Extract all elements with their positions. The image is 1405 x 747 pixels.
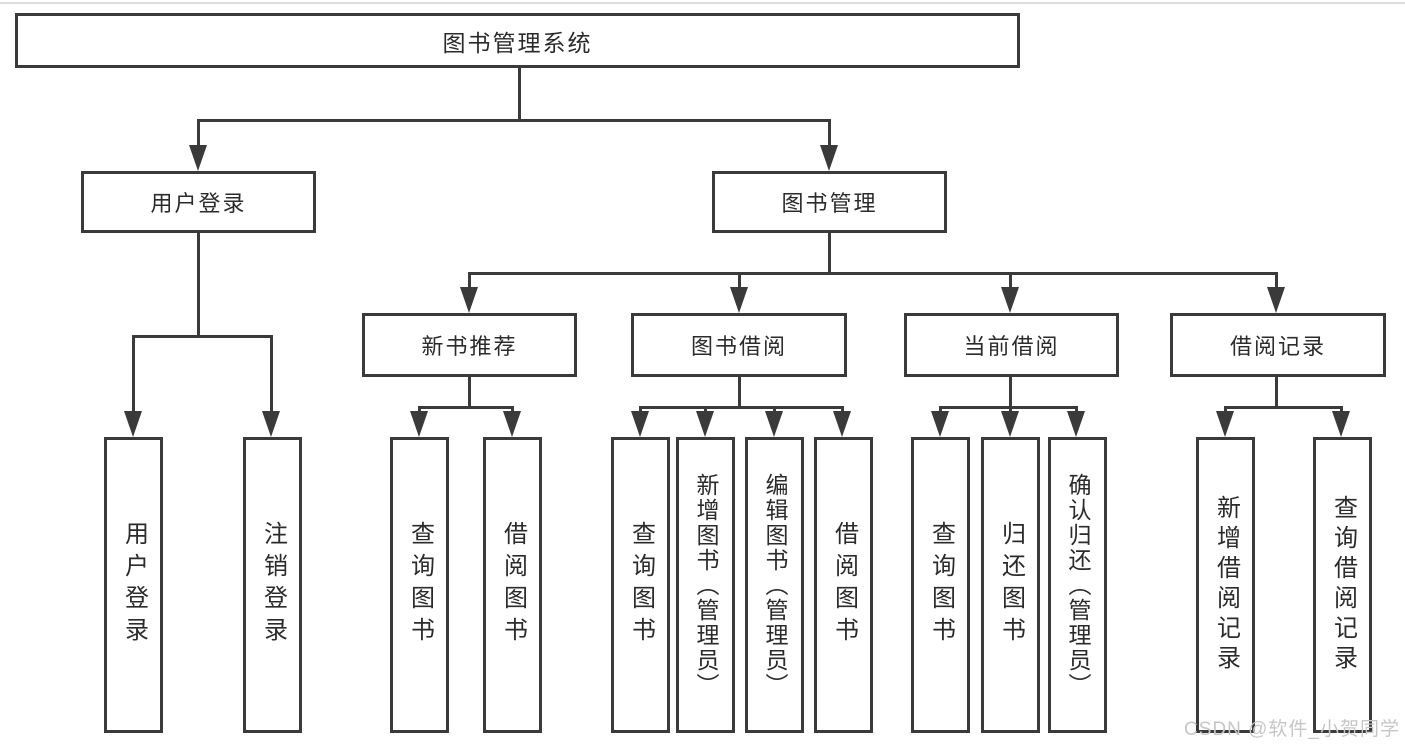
arrowhead-down-icon <box>262 411 280 437</box>
connector <box>773 406 776 414</box>
node-label: 查询图书 <box>627 521 655 649</box>
connector <box>197 233 200 338</box>
arrowhead-down-icon <box>833 411 851 437</box>
arrowhead-down-icon <box>631 411 649 437</box>
leaf-return-books: 归还图书 <box>981 437 1040 733</box>
node-label: 新书推荐 <box>421 334 518 359</box>
leaf-query-borrow-record: 查询借阅记录 <box>1313 437 1372 733</box>
leaf-borrow-books-borrowing: 借阅图书 <box>814 437 873 733</box>
node-label: 编辑图书（管理员） <box>762 472 788 698</box>
node-new-book-recommendation: 新书推荐 <box>362 313 577 377</box>
connector <box>1275 272 1278 290</box>
node-borrowing-records: 借阅记录 <box>1170 313 1386 377</box>
connector <box>1340 406 1343 414</box>
arrowhead-down-icon <box>410 411 428 437</box>
connector <box>468 272 471 290</box>
arrowhead-down-icon <box>460 287 478 313</box>
node-label: 查询图书 <box>927 521 955 649</box>
node-label: 图书借阅 <box>690 334 787 359</box>
connector <box>1224 406 1227 414</box>
node-label: 图书管理 <box>781 191 878 216</box>
node-label: 确认归还（管理员） <box>1065 472 1091 698</box>
leaf-query-books-current: 查询图书 <box>911 437 970 733</box>
arrowhead-down-icon <box>124 411 142 437</box>
node-label: 新增图书（管理员） <box>693 472 719 698</box>
leaf-query-books-recommend: 查询图书 <box>390 437 449 733</box>
arrowhead-down-icon <box>765 411 783 437</box>
leaf-query-books-borrowing: 查询图书 <box>611 437 670 733</box>
leaf-user-login: 用户登录 <box>104 437 163 733</box>
connector <box>197 119 200 151</box>
connector <box>132 335 273 338</box>
connector <box>1009 377 1012 409</box>
connector <box>1009 272 1012 290</box>
connector <box>468 377 471 409</box>
connector <box>828 233 831 275</box>
top-edge-line <box>0 2 1405 4</box>
arrowhead-down-icon <box>1067 411 1085 437</box>
connector <box>511 406 514 414</box>
node-label: 借阅图书 <box>830 521 858 649</box>
connector <box>1009 406 1012 414</box>
connector <box>1275 377 1278 409</box>
node-label: 图书管理系统 <box>442 29 593 56</box>
connector <box>518 68 521 122</box>
node-label: 当前借阅 <box>963 334 1060 359</box>
node-label: 用户登录 <box>120 521 148 649</box>
connector <box>468 272 1278 275</box>
leaf-add-borrow-record: 新增借阅记录 <box>1196 437 1255 733</box>
leaf-edit-books-admin: 编辑图书（管理员） <box>745 437 804 733</box>
watermark: CSDN @软件_小贺同学 <box>1184 719 1400 740</box>
node-book-borrowing: 图书借阅 <box>631 313 847 377</box>
connector <box>738 377 741 409</box>
connector <box>418 406 514 409</box>
connector <box>704 406 707 414</box>
connector <box>1224 406 1343 409</box>
node-label: 注销登录 <box>259 521 287 649</box>
connector <box>1075 406 1078 414</box>
node-label: 查询图书 <box>406 521 434 649</box>
node-user-login: 用户登录 <box>81 171 316 233</box>
arrowhead-down-icon <box>189 145 207 171</box>
connector <box>639 406 843 409</box>
node-book-management: 图书管理 <box>712 171 947 233</box>
node-label: 用户登录 <box>150 191 247 216</box>
connector <box>639 406 642 414</box>
arrowhead-down-icon <box>1267 287 1285 313</box>
leaf-borrow-books-recommend: 借阅图书 <box>483 437 542 733</box>
node-label: 查询借阅记录 <box>1329 495 1357 675</box>
connector <box>939 406 1078 409</box>
leaf-confirm-return-admin: 确认归还（管理员） <box>1048 437 1107 733</box>
arrowhead-down-icon <box>696 411 714 437</box>
node-label: 归还图书 <box>997 521 1025 649</box>
arrowhead-down-icon <box>931 411 949 437</box>
connector <box>197 119 831 122</box>
arrowhead-down-icon <box>1001 411 1019 437</box>
arrowhead-down-icon <box>1332 411 1350 437</box>
arrowhead-down-icon <box>1216 411 1234 437</box>
node-label: 新增借阅记录 <box>1212 495 1240 675</box>
connector <box>418 406 421 414</box>
arrowhead-down-icon <box>503 411 521 437</box>
node-label: 借阅记录 <box>1229 334 1326 359</box>
node-library-management-system: 图书管理系统 <box>15 13 1020 68</box>
leaf-add-books-admin: 新增图书（管理员） <box>676 437 735 733</box>
connector <box>841 406 844 414</box>
node-label: 借阅图书 <box>499 521 527 649</box>
connector <box>828 119 831 151</box>
arrowhead-down-icon <box>820 145 838 171</box>
connector <box>738 272 741 290</box>
connector <box>270 335 273 413</box>
node-current-borrowing: 当前借阅 <box>904 313 1119 377</box>
leaf-logout: 注销登录 <box>243 437 302 733</box>
connector <box>939 406 942 414</box>
connector <box>132 335 135 413</box>
arrowhead-down-icon <box>730 287 748 313</box>
arrowhead-down-icon <box>1001 287 1019 313</box>
